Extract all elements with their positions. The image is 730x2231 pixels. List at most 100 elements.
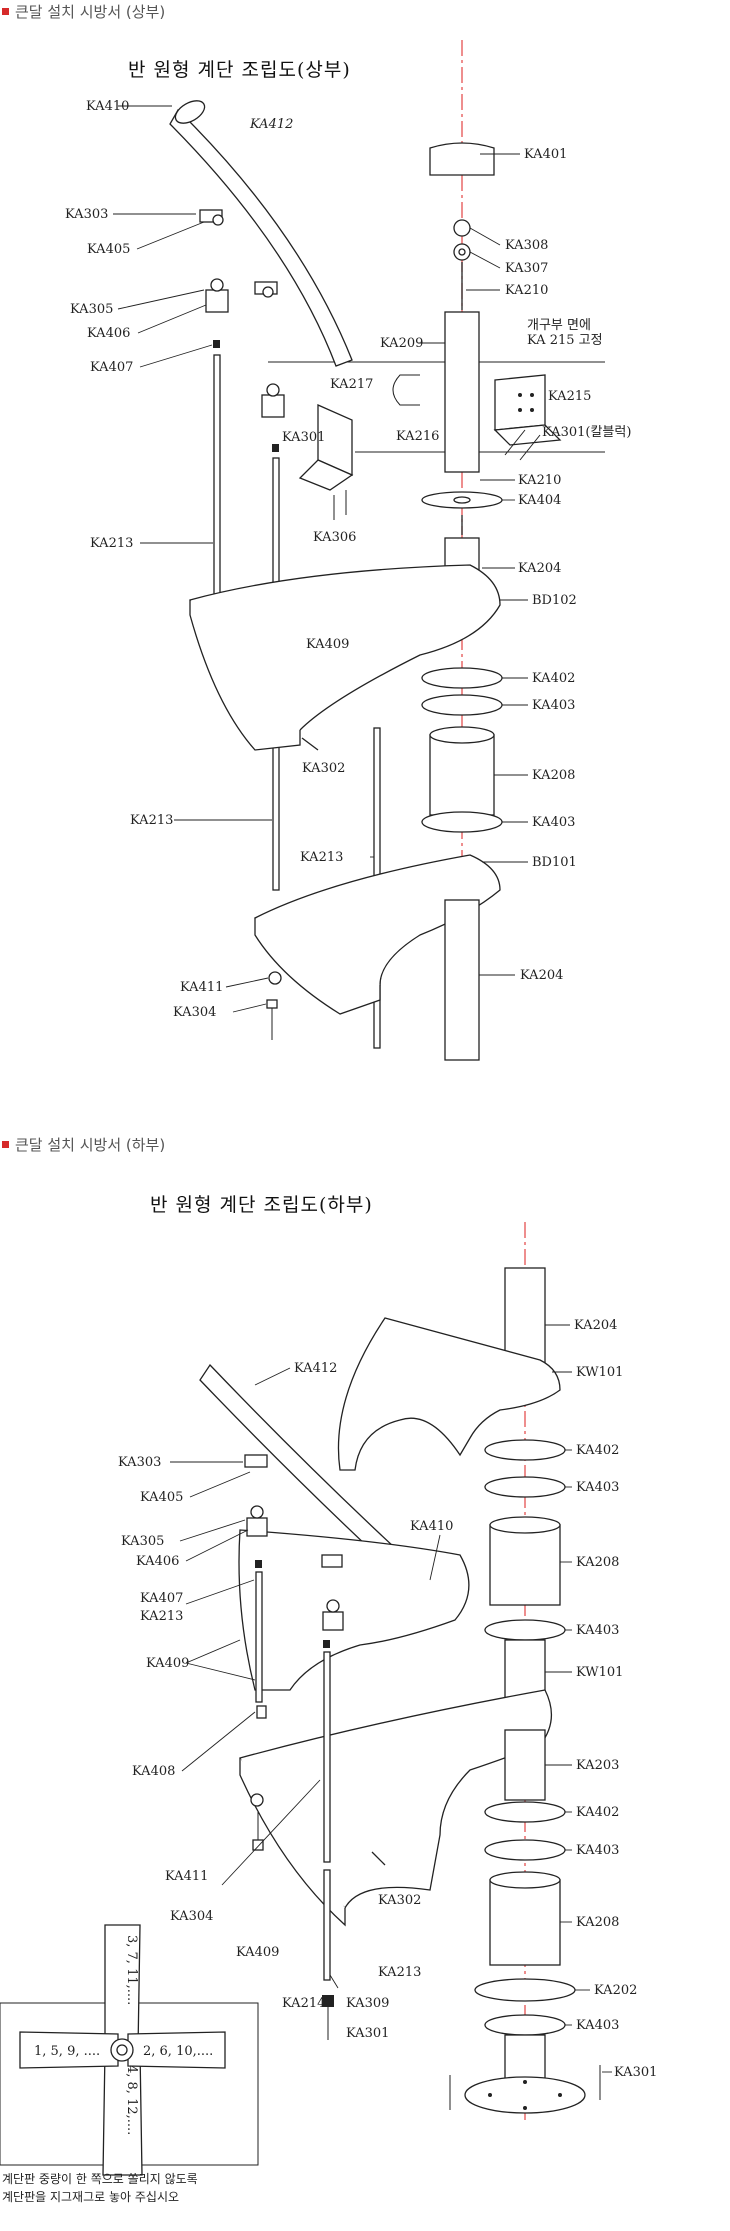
upper-section-header: 큰달 설치 시방서 (상부) — [0, 0, 165, 22]
label-ka202: KA202 — [594, 1983, 637, 1998]
label-ka411: KA411 — [180, 980, 223, 995]
label-ka305: KA305 — [70, 302, 113, 317]
brackets-lower — [244, 1454, 344, 1631]
post-ka209 — [444, 311, 480, 473]
label-ka208: KA208 — [532, 768, 575, 783]
label-ka204-lower: KA204 — [574, 1318, 617, 1333]
label-ka403-d-lower: KA403 — [576, 2018, 619, 2033]
bracket-ka215 — [493, 374, 562, 461]
screw-ka302-lower — [371, 1851, 386, 1866]
lower-section-title: 큰달 설치 시방서 (하부) — [15, 1135, 166, 1154]
step-bd102 — [189, 564, 501, 751]
wall-bracket-ka301 — [298, 404, 354, 520]
base-plate — [449, 2034, 601, 2114]
step-kw101-top — [337, 1317, 561, 1471]
section-marker-icon — [2, 1140, 9, 1148]
label-ka305-lower: KA305 — [121, 1534, 164, 1549]
washer-ka411-lower — [250, 1793, 264, 1807]
screw-ka304-lower — [252, 1812, 264, 1851]
lower-assembly-diagram: 1, 5, 9, .... 2, 6, 10,.... 3, 7, 11,...… — [0, 1222, 657, 2176]
label-ka213-b-lower: KA213 — [378, 1965, 421, 1980]
note-line-1: 개구부 면에 — [527, 318, 591, 333]
label-ka401: KA401 — [524, 147, 567, 162]
balusters-lower — [255, 1560, 331, 1981]
step-kw101-mid — [238, 1529, 470, 1691]
washer-ka411 — [268, 971, 282, 985]
label-ka405-lower: KA405 — [140, 1490, 183, 1505]
label-ka412: KA412 — [249, 117, 293, 132]
label-ka217: KA217 — [330, 377, 373, 392]
label-ka403-b-lower: KA403 — [576, 1623, 619, 1638]
label-ka301: KA301 — [282, 430, 325, 445]
label-ka213-lower: KA213 — [140, 1609, 183, 1624]
lower-leaders — [170, 1324, 612, 2073]
zigzag-note: 계단판 중량이 한 쪽으로 쏠리지 않도록 계단판을 지그재그로 놓아 주십시오 — [2, 2170, 198, 2206]
label-ka403: KA403 — [532, 698, 575, 713]
label-ka214: KA214 — [282, 1996, 325, 2011]
rings-lower-top — [484, 1439, 566, 1641]
u-bolt-ka216 — [392, 374, 420, 406]
label-ka204: KA204 — [518, 561, 561, 576]
inset-label-bottom: 4, 8, 12,.... — [124, 2065, 139, 2135]
label-ka403-c-lower: KA403 — [576, 1843, 619, 1858]
step-bd101 — [254, 854, 501, 1015]
label-ka213-c: KA213 — [300, 850, 343, 865]
label-ka403-b: KA403 — [532, 815, 575, 830]
label-ka410: KA410 — [86, 99, 129, 114]
label-ka215: KA215 — [548, 389, 591, 404]
inset-label-top: 3, 7, 11,.... — [124, 1935, 139, 2005]
label-ka309: KA309 — [346, 1996, 389, 2011]
label-ka410-lower: KA410 — [410, 1519, 453, 1534]
label-ka404: KA404 — [518, 493, 561, 508]
label-ka411-lower: KA411 — [165, 1869, 208, 1884]
label-ka408: KA408 — [132, 1764, 175, 1779]
label-ka213-b: KA213 — [130, 813, 173, 828]
label-ka412-lower: KA412 — [294, 1361, 337, 1376]
label-ka406: KA406 — [87, 326, 130, 341]
bracket-ka305 — [205, 278, 285, 418]
label-ka304: KA304 — [173, 1005, 216, 1020]
label-ka409: KA409 — [306, 637, 349, 652]
tube-ka204-lower — [444, 899, 480, 1061]
label-ka216: KA216 — [396, 429, 439, 444]
upper-leaders — [113, 105, 528, 1013]
inset-label-right: 2, 6, 10,.... — [143, 2044, 213, 2059]
zigzag-note-line1: 계단판 중량이 한 쪽으로 쏠리지 않도록 — [2, 2172, 198, 2186]
rings-lower-bottom — [474, 1801, 576, 2036]
label-ka409-lower: KA409 — [146, 1656, 189, 1671]
label-ka306: KA306 — [313, 530, 356, 545]
screw-ka304 — [266, 999, 278, 1040]
label-bd102: BD102 — [532, 593, 577, 608]
lower-section-header: 큰달 설치 시방서 (하부) — [0, 1133, 165, 1155]
step-kw101-bottom — [239, 1689, 552, 1927]
upper-diagram-title: 반 원형 계단 조립도(상부) — [128, 59, 351, 81]
label-ka203: KA203 — [576, 1758, 619, 1773]
upper-assembly-diagram: KA410 KA412 KA303 KA405 KA305 KA406 KA40… — [65, 40, 631, 1061]
label-ka402: KA402 — [532, 671, 575, 686]
label-ka409-b: KA409 — [236, 1945, 279, 1960]
column-ka203 — [504, 1729, 546, 1801]
label-kw101-b: KW101 — [576, 1665, 623, 1680]
label-ka210: KA210 — [505, 283, 548, 298]
label-ka308: KA308 — [505, 238, 548, 253]
inset-label-left: 1, 5, 9, .... — [34, 2044, 100, 2059]
label-ka213: KA213 — [90, 536, 133, 551]
label-ka301-lower: KA301 — [346, 2026, 389, 2041]
label-ka302: KA302 — [302, 761, 345, 776]
label-ka301-anchor: KA301(칼블럭) — [542, 425, 631, 440]
section-marker-icon — [2, 7, 9, 15]
cap-ka401 — [429, 142, 495, 176]
label-ka210-b: KA210 — [518, 473, 561, 488]
label-ka304-lower: KA304 — [170, 1909, 213, 1924]
handrail-brackets — [199, 209, 278, 298]
label-ka407: KA407 — [90, 360, 133, 375]
ka408-part — [256, 1705, 267, 1719]
lower-diagram-title: 반 원형 계단 조립도(하부) — [150, 1194, 373, 1216]
label-ka405: KA405 — [87, 242, 130, 257]
note-line-2: KA 215 고정 — [527, 333, 603, 348]
upper-section-title: 큰달 설치 시방서 (상부) — [15, 2, 166, 21]
screw-ka302 — [301, 737, 319, 751]
label-ka402-b-lower: KA402 — [576, 1805, 619, 1820]
label-bd101: BD101 — [532, 855, 577, 870]
label-ka307: KA307 — [505, 261, 548, 276]
